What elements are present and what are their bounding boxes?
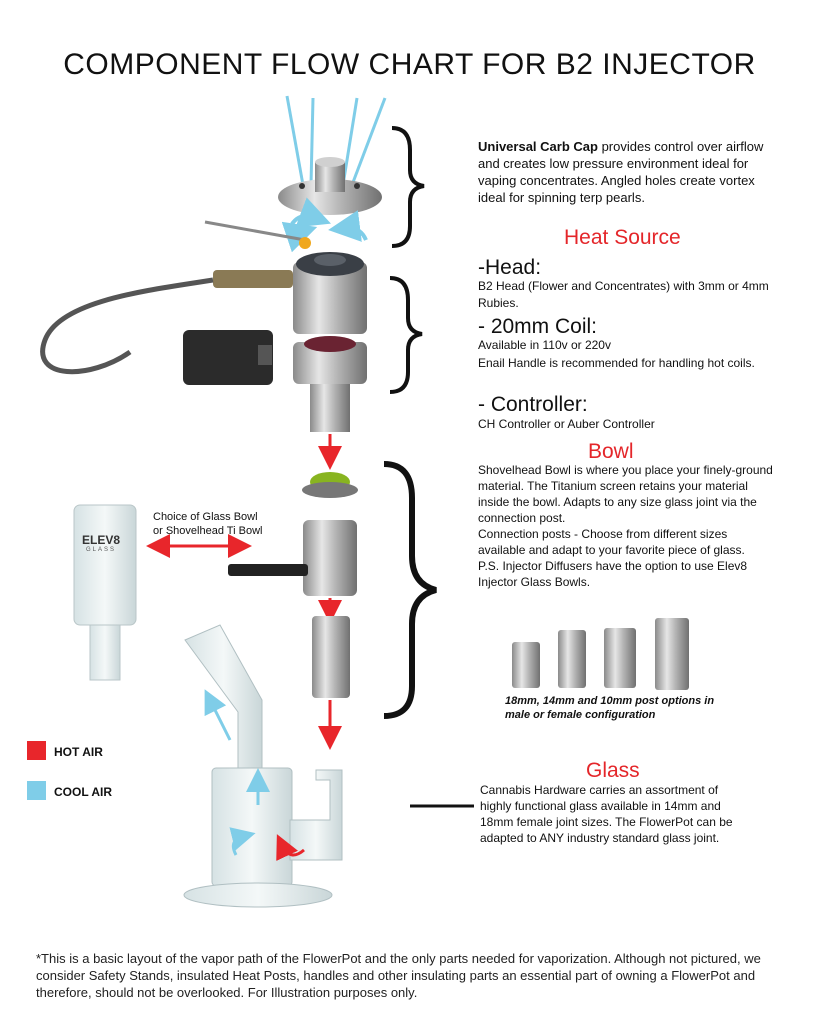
posts-name: Connection posts - <box>478 527 579 541</box>
head-label: -Head: <box>478 256 542 279</box>
footnote: *This is a basic layout of the vapor pat… <box>36 951 761 1000</box>
coil-description: Enail Handle is recommended for handling… <box>478 355 778 372</box>
head-name: B2 Head <box>478 279 525 293</box>
glass-bowl-logo-sub: GLASS <box>86 547 117 553</box>
controller-label: - Controller: <box>478 393 588 416</box>
carb-cap-description: Universal Carb Cap provides control over… <box>478 138 778 206</box>
head-text: (Flower and Concentrates) with 3mm or 4m… <box>478 279 769 310</box>
hot-air-swatch <box>27 741 46 760</box>
carb-cap-text-2: Angled holes create vortex ideal for spi… <box>478 173 755 205</box>
bowl-name: Shovelhead Bowl <box>478 463 571 477</box>
bowl-text-1: is where you place your finely-ground ma… <box>478 463 773 525</box>
controller <box>183 330 273 385</box>
carb-cap-name: Universal Carb Cap <box>478 139 598 154</box>
glass-bowl-logo: ELEV8 <box>82 533 121 547</box>
posts-caption-line-2: male or female configuration <box>505 709 656 721</box>
glass-bowl <box>73 504 137 681</box>
coil-available: Available in 110v or 220v <box>478 338 611 352</box>
bowl-heading: Bowl <box>588 440 634 463</box>
coil-label: - 20mm Coil: <box>478 315 598 338</box>
controller-text: CH Controller or Auber Controller <box>478 417 655 431</box>
head-description: B2 Head (Flower and Concentrates) with 3… <box>478 278 778 312</box>
bowl-choice-line-2: or Shovelhead Ti Bowl <box>153 525 263 537</box>
brace-bowl <box>383 461 437 719</box>
brace-carb-cap <box>391 126 425 248</box>
coil-handle-text: is recommended for handling hot coils. <box>549 356 755 370</box>
ps-text: P.S. Injector Diffusers have the option … <box>478 559 748 589</box>
posts-caption-line-1: 18mm, 14mm and 10mm post options in <box>505 695 715 707</box>
coil-mount <box>293 336 367 432</box>
carb-cap-text-1: provides control over airflow and create… <box>478 139 764 188</box>
posts-caption: 18mm, 14mm and 10mm post options in male… <box>505 694 745 722</box>
post-options <box>512 618 689 690</box>
connection-post <box>312 616 350 698</box>
heat-source-heading: Heat Source <box>564 226 681 249</box>
bowl-description: Shovelhead Bowl is where you place your … <box>478 462 774 590</box>
cool-air-swatch <box>27 781 46 800</box>
cool-air-label: COOL AIR <box>54 785 113 799</box>
cool-air-lines <box>285 95 387 186</box>
bowl-choice-label: Choice of Glass Bowl or Shovelhead Ti Bo… <box>153 510 262 538</box>
coil-handle: Enail Handle <box>478 356 547 370</box>
carb-cap <box>278 157 382 215</box>
posts-text: Choose from different sizes available an… <box>478 527 745 557</box>
flowerpot-glass <box>183 624 343 908</box>
hot-air-label: HOT AIR <box>54 745 103 759</box>
bowl-choice-line-1: Choice of Glass Bowl <box>153 511 258 523</box>
glass-text: Cannabis Hardware carries an assortment … <box>480 783 733 845</box>
shovelhead-bowl <box>228 520 357 596</box>
page-title: COMPONENT FLOW CHART FOR B2 INJECTOR <box>63 48 756 81</box>
b2-head <box>293 252 367 334</box>
brace-heat-source <box>389 276 423 394</box>
glass-heading: Glass <box>586 759 640 782</box>
